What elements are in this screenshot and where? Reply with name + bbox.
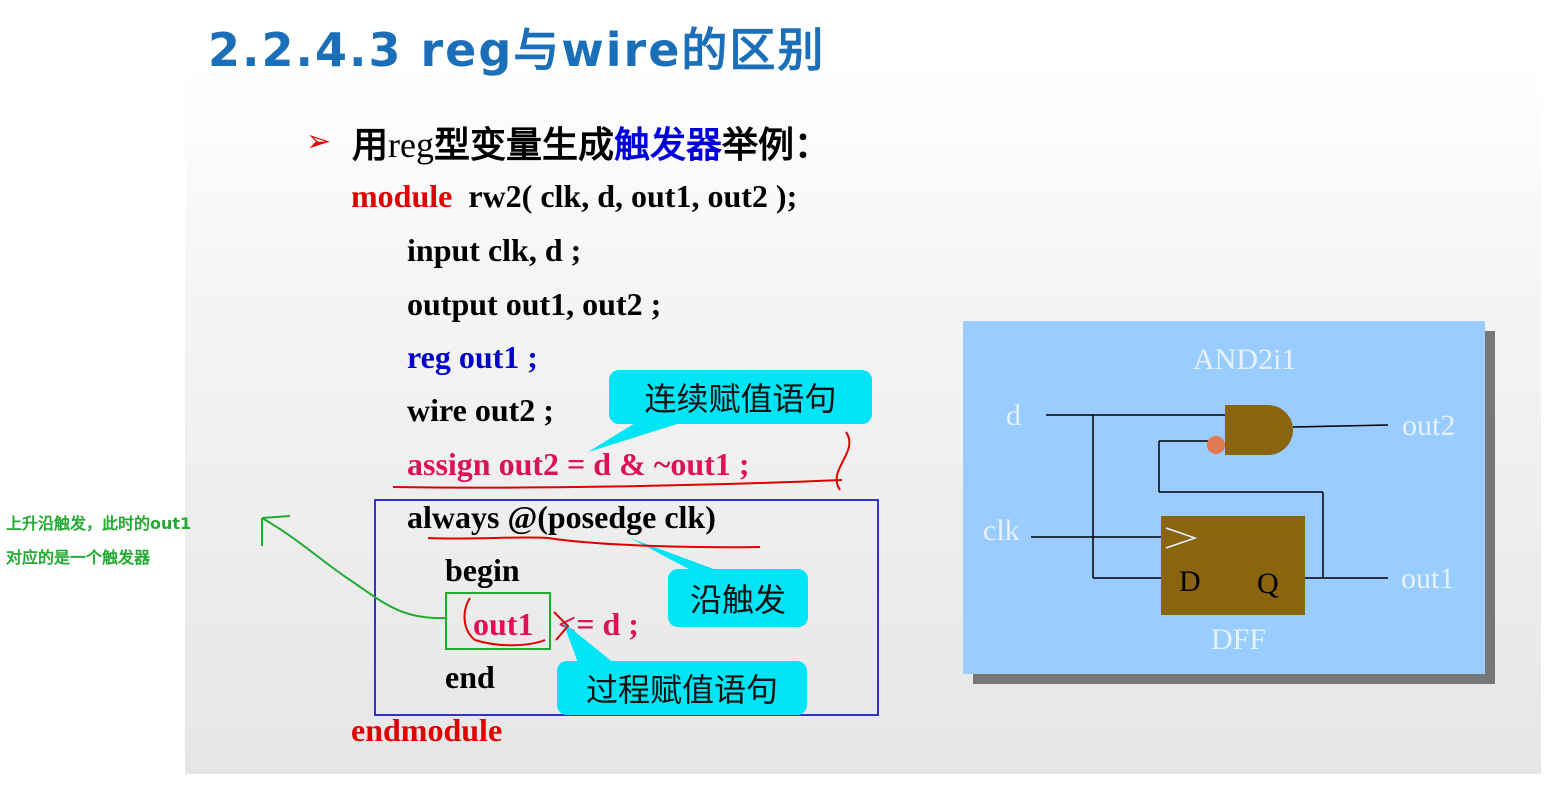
code-begin-line: begin [445, 552, 520, 588]
code-endmodule: endmodule [351, 712, 503, 748]
code-output-line: output out1, out2 ; [407, 286, 662, 322]
inverter-bubble-icon [1207, 436, 1225, 454]
callout-procedural-assign: 过程赋值语句 [557, 661, 807, 715]
code-module-line: module rw2( clk, d, out1, out2 ); [351, 178, 797, 215]
side-note-line2: 对应的是一个触发器 [6, 548, 151, 567]
bullet-text: 用reg型变量生成触发器举例： [352, 116, 830, 168]
circuit-diagram: AND2i1 d clk out2 out1 DFF D Q [963, 321, 1485, 674]
code-always-line: always @(posedge clk) [407, 499, 716, 535]
code-module-keyword: module [351, 178, 453, 214]
code-input-line: input clk, d ; [407, 232, 582, 268]
code-nonblocking-assign: <= d ; [558, 606, 639, 642]
gate-label: AND2i1 [1193, 343, 1297, 376]
dff-label: DFF [1211, 623, 1267, 656]
dff-pin-q: Q [1257, 567, 1279, 600]
output-out1-label: out1 [1401, 562, 1455, 595]
bullet-prefix: 用 [352, 125, 389, 166]
code-reg-line: reg out1 ; [407, 339, 538, 375]
callout-edge-trigger: 沿触发 [668, 569, 808, 627]
and-gate-icon [1225, 405, 1293, 455]
bullet-mono: reg [388, 125, 434, 165]
bullet-highlight: 触发器 [614, 125, 723, 166]
input-clk-label: clk [983, 514, 1020, 547]
side-note-line1: 上升沿触发，此时的out1 [6, 514, 192, 533]
clock-edge-icon [1165, 527, 1198, 549]
dff-block [1161, 516, 1305, 615]
dff-pin-d: D [1179, 565, 1201, 598]
code-module-signature: rw2( clk, d, out1, out2 ); [468, 178, 798, 214]
code-wire-line: wire out2 ; [407, 392, 554, 428]
callout-continuous-assign: 连续赋值语句 [609, 370, 872, 424]
slide-title: 2.2.4.3 reg与wire的区别 [208, 23, 826, 77]
bullet-mid: 型变量生成 [433, 125, 614, 166]
code-assign-line: assign out2 = d & ~out1 ; [407, 446, 750, 482]
input-d-label: d [1006, 399, 1021, 432]
circuit-wires [1031, 405, 1389, 615]
bullet-arrow-icon: ➢ [306, 124, 332, 159]
output-out2-label: out2 [1402, 409, 1456, 442]
code-end-line: end [445, 659, 495, 695]
code-out1-token: out1 [473, 606, 534, 642]
bullet-suffix: 举例： [722, 125, 831, 166]
